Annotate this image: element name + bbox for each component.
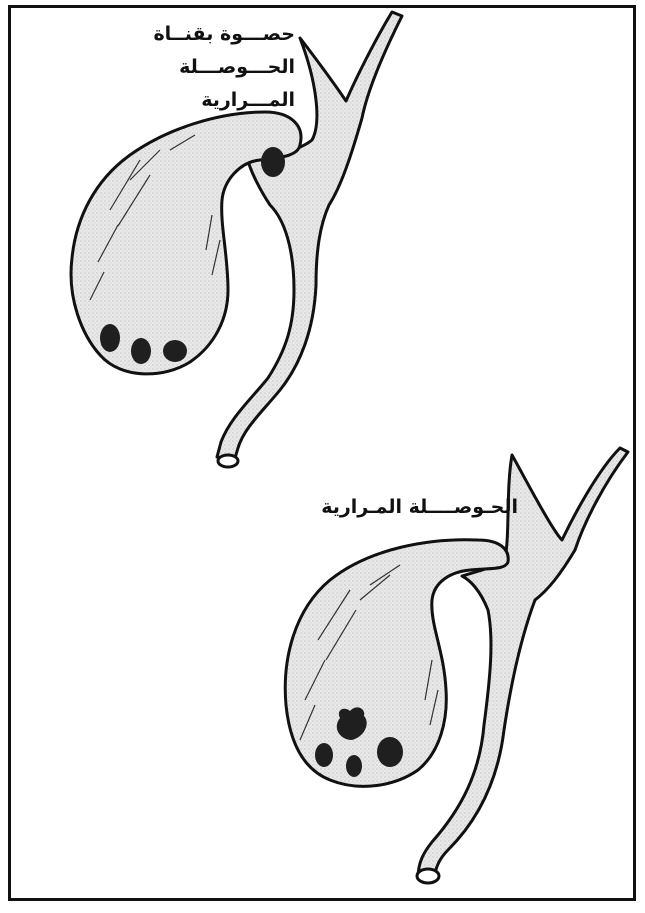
gallstone-6	[346, 755, 362, 777]
duct-opening-bottom	[417, 869, 439, 883]
gallstone-5	[315, 743, 333, 767]
label-line-2: الحـــوصـــلة	[153, 51, 295, 84]
gallstone-2	[131, 338, 151, 364]
gallstone-3	[163, 340, 187, 362]
label-line-3: المـــرارية	[153, 84, 295, 117]
gallstone-1	[100, 324, 120, 352]
gallstone-7	[377, 737, 403, 767]
label-gallbladder: الحـوصــــلة المـرارية	[321, 495, 518, 519]
label-line-1: حصـــوة بقنــاة	[153, 18, 295, 51]
label-cystic-duct-stone: حصـــوة بقنــاة الحـــوصـــلة المـــراري…	[153, 18, 295, 117]
cystic-duct-stone	[261, 147, 285, 177]
duct-opening-top	[218, 455, 238, 467]
